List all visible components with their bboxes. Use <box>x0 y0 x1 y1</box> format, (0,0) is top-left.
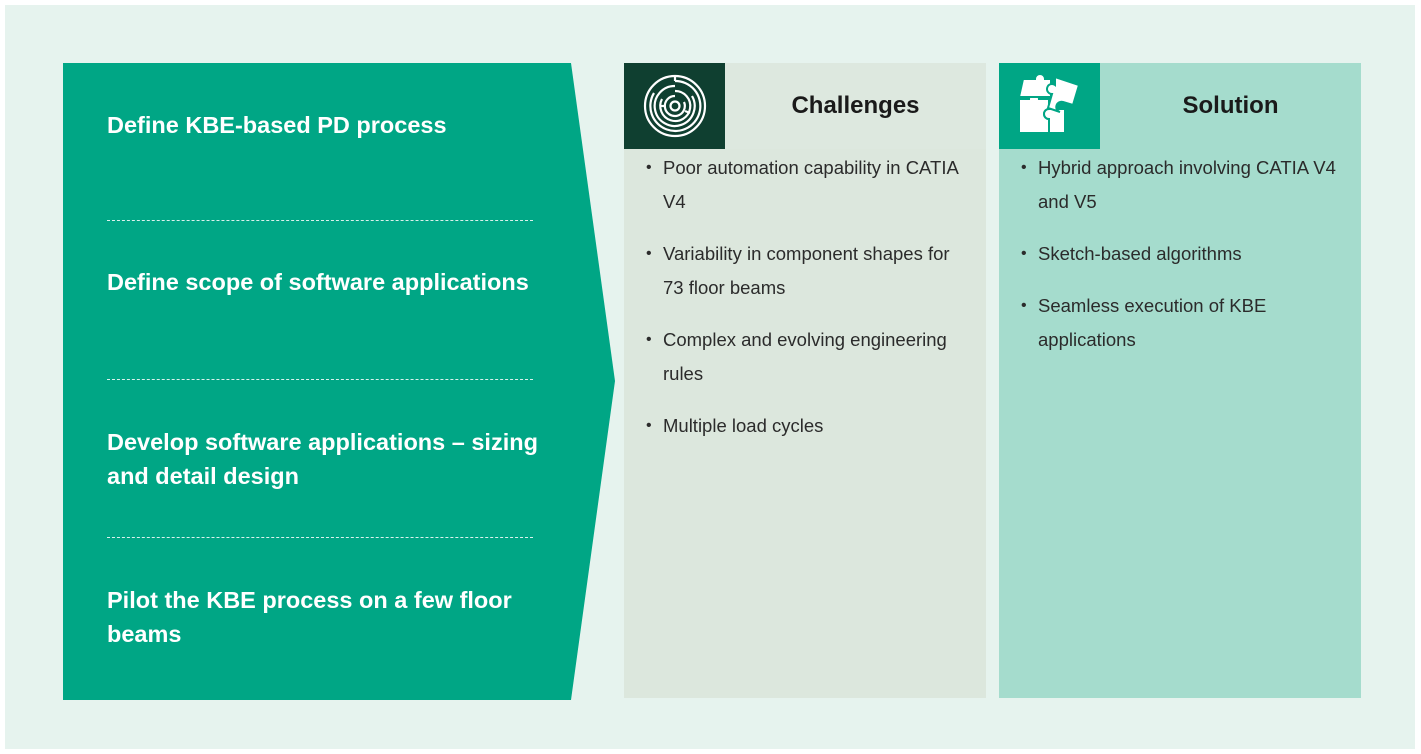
solution-header: Solution <box>999 63 1361 149</box>
step-2: Define scope of software applications <box>107 269 529 295</box>
list-item: Variability in component shapes for 73 f… <box>646 237 972 305</box>
list-item: Hybrid approach involving CATIA V4 and V… <box>1021 151 1347 219</box>
puzzle-icon <box>999 63 1100 149</box>
step-4: Pilot the KBE process on a few floor bea… <box>107 587 512 647</box>
step-3: Develop software applications – sizing a… <box>107 429 538 489</box>
solution-title: Solution <box>1100 63 1361 149</box>
solution-panel: Solution Hybrid approach involving CATIA… <box>999 63 1361 698</box>
process-arrow: Define KBE-based PD process Define scope… <box>63 63 615 700</box>
arrow-shape <box>63 63 615 700</box>
challenges-panel: Challenges Poor automation capability in… <box>624 63 986 698</box>
step-divider <box>107 379 533 380</box>
maze-icon <box>624 63 725 149</box>
list-item: Seamless execution of KBE applications <box>1021 289 1347 357</box>
list-item: Complex and evolving engineering rules <box>646 323 972 391</box>
solution-list: Hybrid approach involving CATIA V4 and V… <box>1021 151 1347 375</box>
step-1: Define KBE-based PD process <box>107 112 447 138</box>
step-divider <box>107 220 533 221</box>
list-item: Poor automation capability in CATIA V4 <box>646 151 972 219</box>
list-item: Multiple load cycles <box>646 409 972 443</box>
step-divider <box>107 537 533 538</box>
challenges-title: Challenges <box>725 63 986 149</box>
list-item: Sketch-based algorithms <box>1021 237 1347 271</box>
challenges-list: Poor automation capability in CATIA V4 V… <box>646 151 972 461</box>
challenges-header: Challenges <box>624 63 986 149</box>
